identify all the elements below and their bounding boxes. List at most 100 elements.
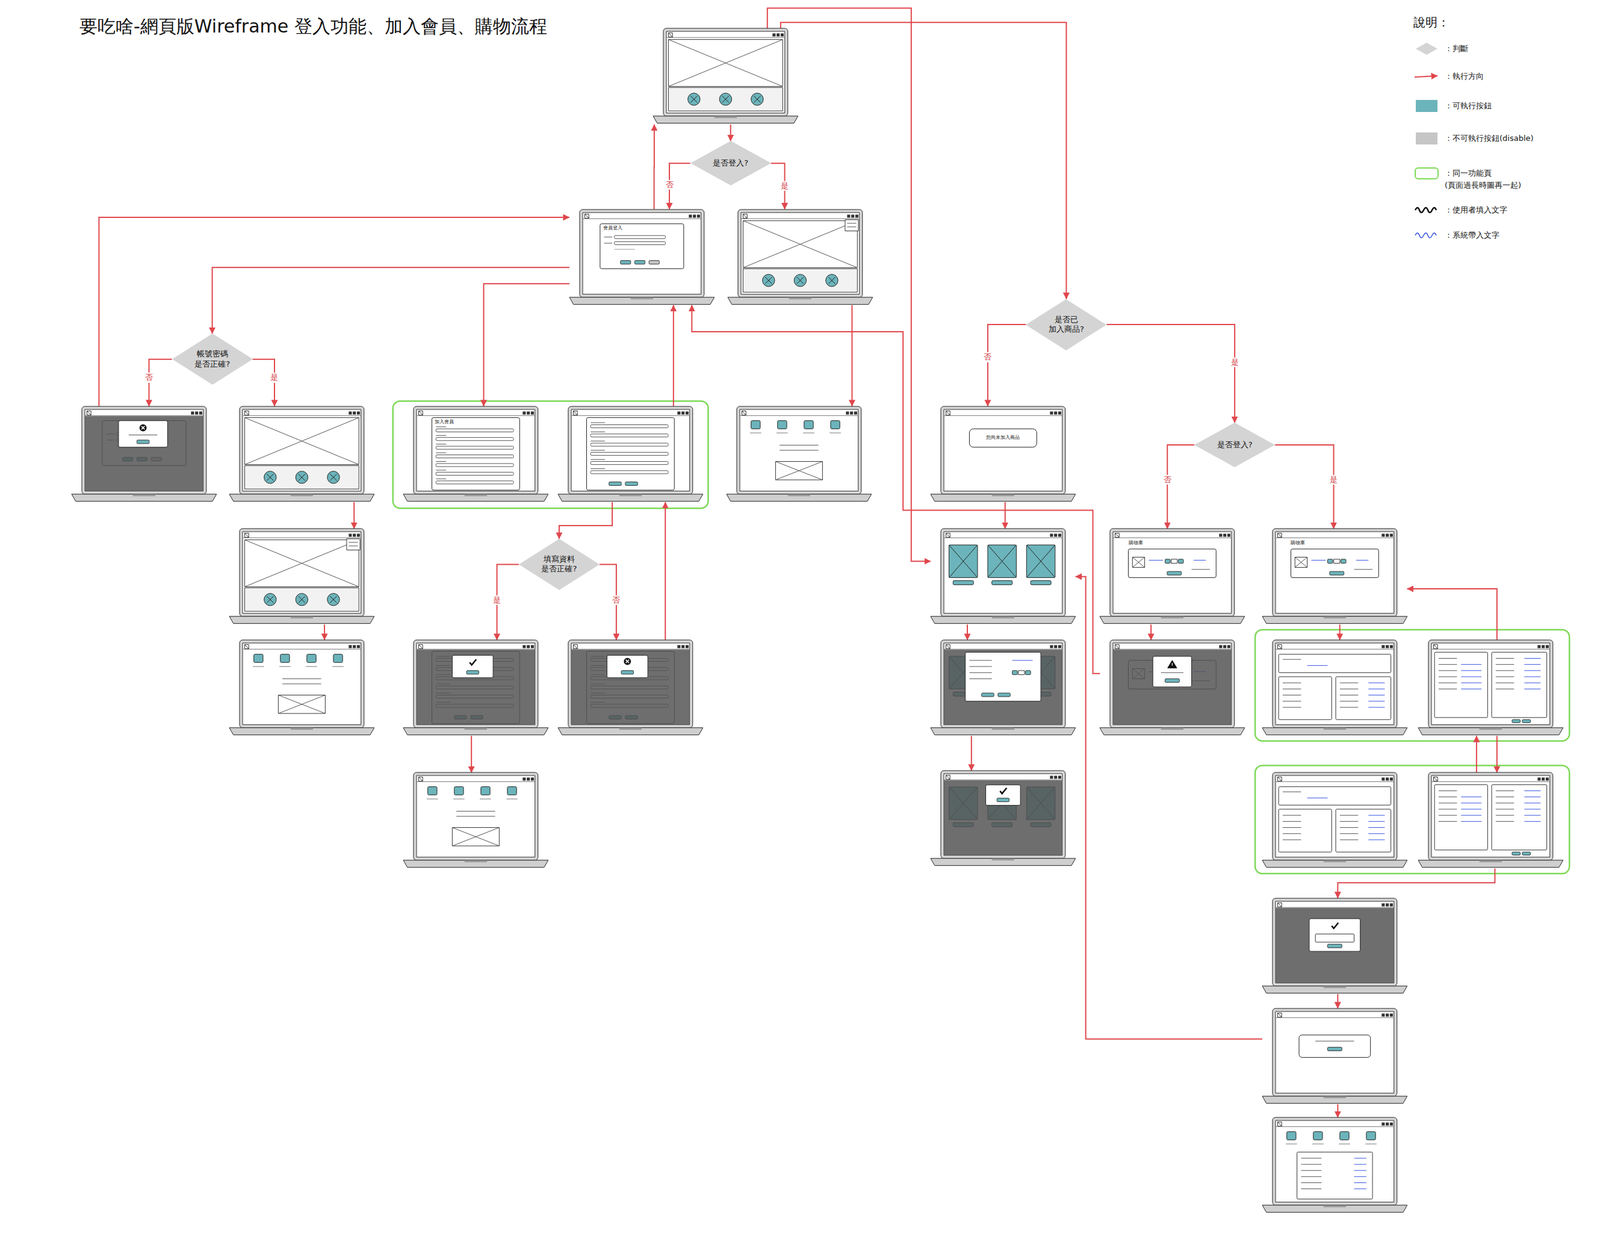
text-line [1368,694,1385,696]
text-line [1339,706,1359,708]
wireframe-screen [229,528,375,625]
laptop-illustration [403,639,549,736]
bottom-band [244,587,360,611]
nav-icon [1545,644,1549,648]
button-cross [690,96,698,103]
decision-label: 是否已 加入商品? [1048,314,1085,335]
laptop-notch [619,493,642,496]
legend-sample [1413,132,1440,145]
modal-box [600,223,684,269]
text-line [1193,559,1206,561]
text-line [1368,827,1385,828]
teal-button [327,593,340,606]
legend-text: ：使用者填入文字 [1444,204,1508,217]
laptop-illustration [1262,898,1408,994]
error-icon [139,423,147,432]
text-line [969,659,992,661]
nav-icon [349,533,353,537]
laptop-illustration [569,209,715,306]
input-field [590,452,669,456]
nav-icon [1389,1013,1393,1017]
laptop-notch [1323,1096,1346,1098]
browser-bar [1275,781,1395,782]
laptop-base [1262,860,1408,868]
legend-symbol [1413,70,1440,83]
text-line [1282,827,1302,828]
laptop-drawing [229,528,375,624]
button-cross [753,96,761,103]
icon-caption [750,432,762,433]
disabled-overlay [571,649,690,725]
branch-label: 否 [1162,474,1173,485]
placeholder-cross [1294,557,1307,568]
laptop-base [1262,727,1408,735]
error-icon [624,657,632,666]
placeholder-cross [452,827,500,847]
nav-icon [199,411,203,415]
button-cross [796,276,804,284]
nav-icon [1385,1013,1389,1017]
placeholder-cross [1026,544,1055,578]
laptop-notch [992,616,1015,619]
wireframe-screen [930,528,1076,625]
laptop-drawing [1262,898,1408,994]
menu-icon [480,786,490,796]
text-line [1191,568,1211,570]
branch-label: 否 [664,179,675,190]
branch-label: 是 [1229,357,1241,368]
text-line [1306,797,1328,799]
text-line [1460,796,1482,797]
nav-icon [353,533,357,537]
laptop-base [71,493,217,501]
placeholder-cross [244,539,360,587]
quantity-box [1018,670,1025,675]
laptop-base [558,727,704,735]
flow-arrow [730,124,732,141]
laptop-illustration [930,770,1076,867]
nav-icon [1219,644,1223,648]
text-line [1495,663,1515,665]
laptop-screen [666,31,785,114]
modal-box [965,651,1041,701]
placeholder-cross [278,694,326,714]
text-line [1300,1188,1322,1189]
placeholder-cross [278,694,326,714]
teal-button [625,481,638,486]
laptop-base [1418,727,1564,735]
flow-arrow [653,124,655,210]
flow-arrow [559,502,613,539]
wireframe-screen [1262,1008,1408,1104]
decision-label: 是否登入? [1217,440,1253,450]
text-line [1339,688,1359,690]
laptop-lid [1272,898,1398,987]
legend-text: ：同一功能頁 (頁面過長時圖再一起) [1444,167,1535,192]
menu-icon [1366,1131,1376,1141]
placeholder-cross [1026,544,1055,578]
teal-button [793,273,807,286]
text-line [1300,1176,1322,1177]
system-text-sample [1415,232,1437,238]
quantity-box [1333,559,1340,564]
laptop-base [1099,727,1245,735]
input-field [613,241,666,245]
flow-arrow [1407,588,1498,640]
teal-button [1327,943,1342,948]
laptop-screen [571,642,690,725]
laptop-notch [992,493,1015,496]
laptop-drawing [930,528,1076,624]
flow-arrow [252,359,275,407]
legend-swatch [1415,132,1438,145]
text-line [1524,790,1542,791]
logo-cross [1277,902,1282,907]
nav-icon [1385,902,1389,906]
modal-box [586,417,675,490]
icon-caption [306,665,318,667]
text-line [1353,1170,1366,1171]
text-line [435,478,447,480]
site-logo [244,410,250,415]
nav-icon [1049,411,1053,415]
teal-button [1025,670,1031,675]
nav-icon [526,644,530,648]
button-cross [267,473,274,481]
laptop-lid [413,772,539,861]
